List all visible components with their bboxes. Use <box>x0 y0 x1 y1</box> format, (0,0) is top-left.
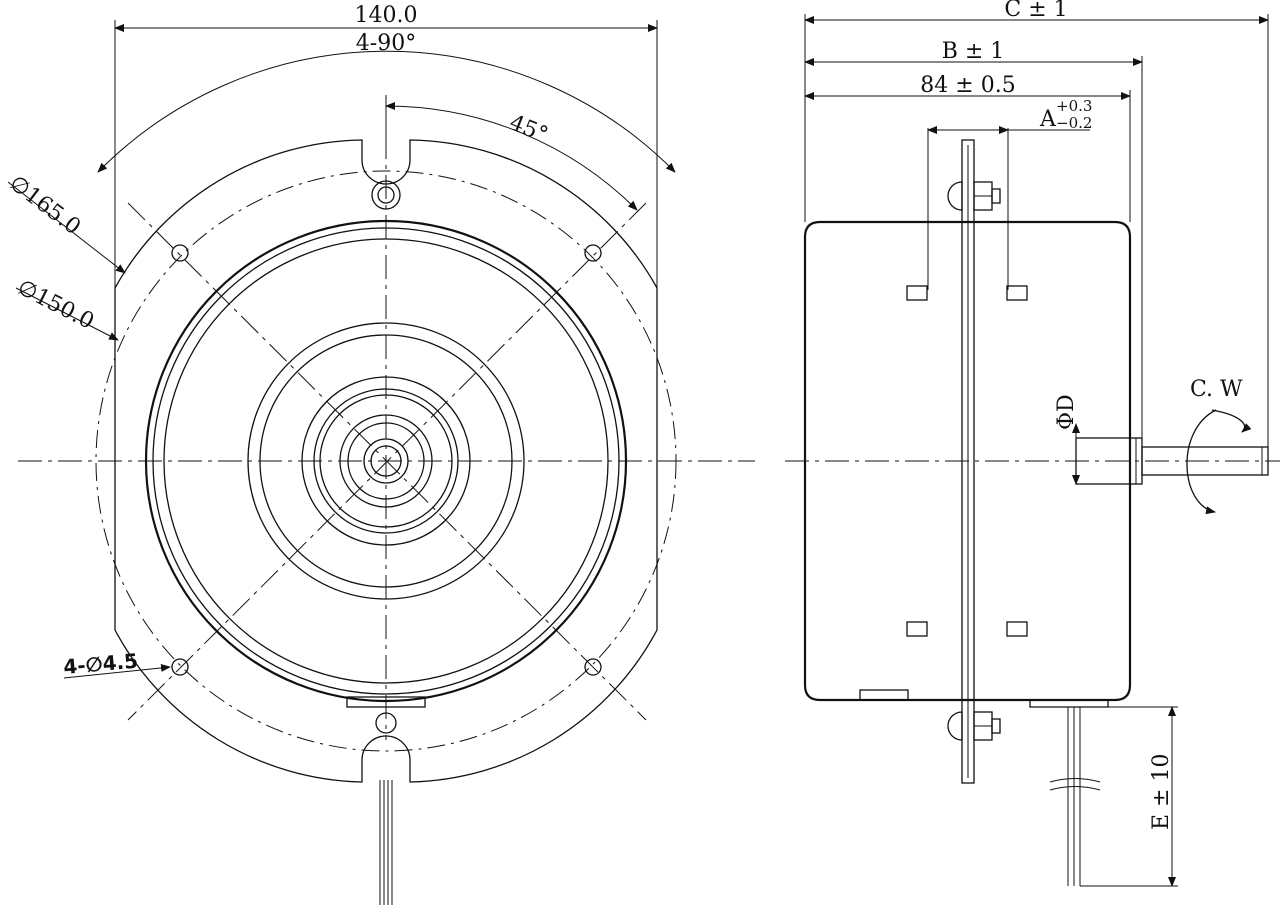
dim-140-label: 140.0 <box>355 3 418 28</box>
dim-a-tol-lower: −0.2 <box>1056 114 1092 132</box>
dim-bolt-angle-label: 4-90° <box>356 31 416 56</box>
side-slot-top-right <box>1006 285 1028 301</box>
dim-c-label: C ± 1 <box>1004 0 1067 22</box>
cable-exit-grommet <box>375 712 397 734</box>
dim-hole-leader <box>63 663 171 679</box>
dim-84-label: 84 ± 0.5 <box>920 73 1015 98</box>
flange-outline <box>114 139 658 783</box>
side-bottom-tab <box>859 689 909 701</box>
front-diagonal-centerline-b <box>127 202 647 721</box>
rotation-label: C. W <box>1190 377 1243 402</box>
dim-45-arc <box>385 102 638 211</box>
motor-cap-ring-inner <box>259 334 513 588</box>
motor-body-outer <box>144 219 628 703</box>
dim-165-leader <box>7 181 126 274</box>
shaft-collar-outer <box>339 414 433 508</box>
front-view: 140.0 4-90° 45° ∅165.0 ∅150.0 4-∅4.5 <box>4 3 755 905</box>
dim-d-label: ΦD <box>1054 394 1079 430</box>
dim-e-label: E ± 10 <box>1149 754 1174 830</box>
motor-body-inner <box>163 238 609 684</box>
motor-body-rim <box>152 227 620 695</box>
bearing-housing-mid <box>313 388 459 534</box>
shaft-end-outer <box>363 438 409 484</box>
rotation-arrow-top-icon <box>1211 409 1252 433</box>
mounting-hole-bottom-left <box>171 658 189 676</box>
mounting-hole-bottom-right <box>584 658 602 676</box>
side-top-bolt-head <box>947 181 963 211</box>
shaft-collar-inner <box>347 422 425 500</box>
side-cable-boss <box>1029 700 1109 708</box>
bearing-housing-inner <box>319 394 453 528</box>
side-motor-body <box>803 220 1132 702</box>
side-flange-plate <box>961 139 975 784</box>
side-wire-break-mark <box>1049 778 1101 791</box>
dim-150-label: ∅150.0 <box>13 275 98 335</box>
side-bottom-bolt-stud <box>991 718 1001 734</box>
shaft-end-inner <box>370 445 402 477</box>
rotation-arrow-icon <box>1186 409 1217 515</box>
dim-hole-label: 4-∅4.5 <box>62 649 139 679</box>
dim-165-label: ∅165.0 <box>4 171 85 240</box>
mounting-hole-top-right <box>584 244 602 262</box>
cable-exit-bracket <box>346 696 426 708</box>
bearing-housing-outer <box>301 376 471 546</box>
side-shaft <box>1141 446 1269 476</box>
dim-a-label: A <box>1039 107 1057 132</box>
mounting-hole-top-left <box>171 244 189 262</box>
side-view: C. W C ± 1 B ± 1 84 ± 0.5 A +0.3 −0.2 ΦD… <box>785 0 1280 887</box>
side-slot-bottom-left <box>906 621 928 637</box>
dim-45-label: 45° <box>506 110 552 148</box>
motor-cap-ring-outer <box>247 322 525 600</box>
side-bottom-bolt-head <box>947 711 963 741</box>
side-slot-bottom-right <box>1006 621 1028 637</box>
dim-b-label: B ± 1 <box>942 39 1005 64</box>
dim-150-leader <box>15 287 119 341</box>
side-slot-top-left <box>906 285 928 301</box>
dim-a-tol-upper: +0.3 <box>1056 97 1092 115</box>
side-top-bolt-stud <box>991 188 1001 204</box>
